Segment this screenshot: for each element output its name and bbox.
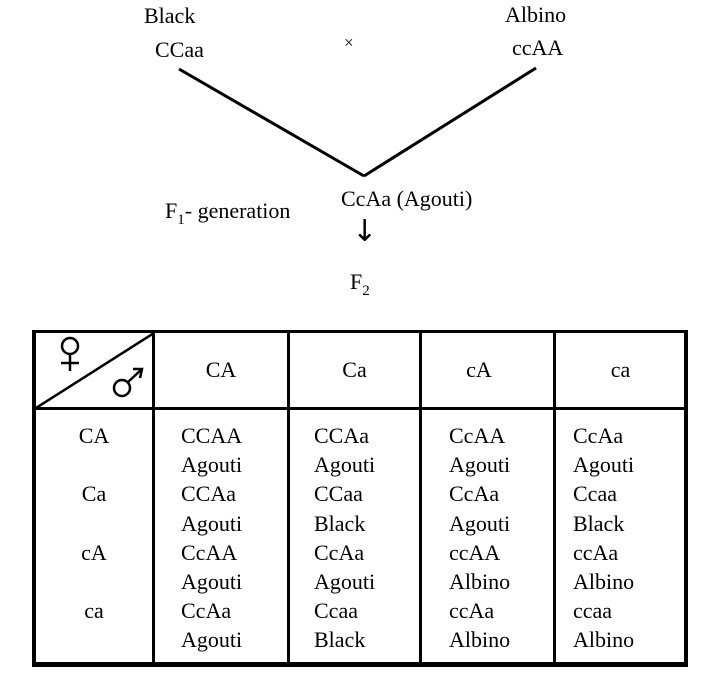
cell-genotype: ccAA — [449, 539, 501, 565]
cell-genotype: ccAa — [449, 598, 495, 624]
cell-phenotype: Agouti — [449, 510, 511, 536]
f2-subscript: 2 — [362, 283, 370, 299]
col-divider — [419, 333, 422, 662]
col-divider — [287, 333, 290, 662]
row-header: ca — [84, 598, 104, 623]
col-header: ca — [610, 357, 631, 382]
f1-generation-label: F1- generation — [165, 198, 291, 228]
parent1-phenotype: Black — [144, 3, 196, 28]
cell-phenotype: Agouti — [181, 627, 243, 653]
col-divider — [553, 333, 556, 662]
cell-phenotype: Black — [314, 510, 366, 536]
column-cells: CcAA Agouti CcAa Agouti ccAA Albino ccAa… — [449, 421, 510, 655]
corner-cell — [36, 333, 154, 409]
col-header: Ca — [342, 357, 367, 382]
cross-symbol: × — [344, 33, 354, 52]
row-header: Ca — [81, 481, 107, 506]
f1-result: CcAa (Agouti) — [341, 186, 473, 211]
cell-phenotype: Agouti — [181, 569, 243, 595]
punnett-square: CA Ca cA ca CA Ca cA ca CCAA Agouti CCAa… — [32, 330, 688, 667]
cell-genotype: CCAA — [181, 423, 243, 448]
column-cells: CCAA Agouti CCAa Agouti CcAA Agouti CcAa… — [181, 421, 242, 655]
row-header: cA — [81, 540, 107, 565]
header-divider — [36, 407, 684, 410]
cell-phenotype: Albino — [449, 627, 511, 653]
cell-phenotype: Agouti — [314, 569, 376, 595]
cell-genotype: Ccaa — [314, 598, 358, 624]
cell-phenotype: Agouti — [181, 452, 243, 478]
f1-letter: F — [165, 198, 178, 223]
cell-genotype: CCaa — [314, 481, 363, 507]
f2-label: F2 — [350, 269, 370, 299]
row-header: CA — [78, 423, 110, 448]
down-arrow-icon: ↓ — [352, 214, 378, 249]
female-symbol-icon — [60, 336, 80, 371]
cell-genotype: CCAa — [314, 423, 369, 448]
male-symbol-icon — [112, 367, 144, 398]
cell-phenotype: Black — [314, 627, 366, 653]
cell-phenotype: Agouti — [449, 452, 511, 478]
cell-genotype: CcAa — [181, 598, 232, 624]
cell-genotype: CcAA — [449, 423, 506, 448]
parent2-genotype: ccAA — [512, 35, 564, 60]
col-header: cA — [466, 357, 492, 382]
cell-phenotype: Albino — [573, 627, 635, 653]
f1-suffix: - generation — [184, 198, 291, 223]
column-cells: CCAa Agouti CCaa Black CcAa Agouti Ccaa … — [314, 421, 375, 655]
cell-genotype: CcAa — [573, 423, 624, 448]
cell-phenotype: Albino — [449, 569, 511, 595]
cell-genotype: CCAa — [181, 481, 236, 507]
col-header: CA — [205, 357, 237, 382]
parent1-genotype: CCaa — [155, 37, 204, 62]
cell-genotype: Ccaa — [573, 481, 617, 507]
cell-genotype: CcAa — [449, 481, 500, 507]
cell-genotype: ccAa — [573, 539, 619, 565]
cell-genotype: CcAa — [314, 539, 365, 565]
cell-phenotype: Agouti — [573, 452, 635, 478]
cell-genotype: ccaa — [573, 598, 613, 624]
cell-phenotype: Black — [573, 510, 625, 536]
f2-letter: F — [350, 269, 363, 294]
f1-subscript: 1 — [177, 212, 185, 228]
col-divider — [152, 333, 155, 662]
cell-phenotype: Agouti — [314, 452, 376, 478]
cross-lines — [178, 66, 537, 178]
cell-phenotype: Albino — [573, 569, 635, 595]
parent2-phenotype: Albino — [505, 2, 567, 27]
parent1-line — [178, 67, 365, 178]
parent2-line — [363, 66, 537, 178]
cell-genotype: CcAA — [181, 539, 238, 565]
cell-phenotype: Agouti — [181, 510, 243, 536]
column-cells: CcAa Agouti Ccaa Black ccAa Albino ccaa … — [573, 421, 634, 655]
corner-diagonal — [36, 333, 154, 409]
